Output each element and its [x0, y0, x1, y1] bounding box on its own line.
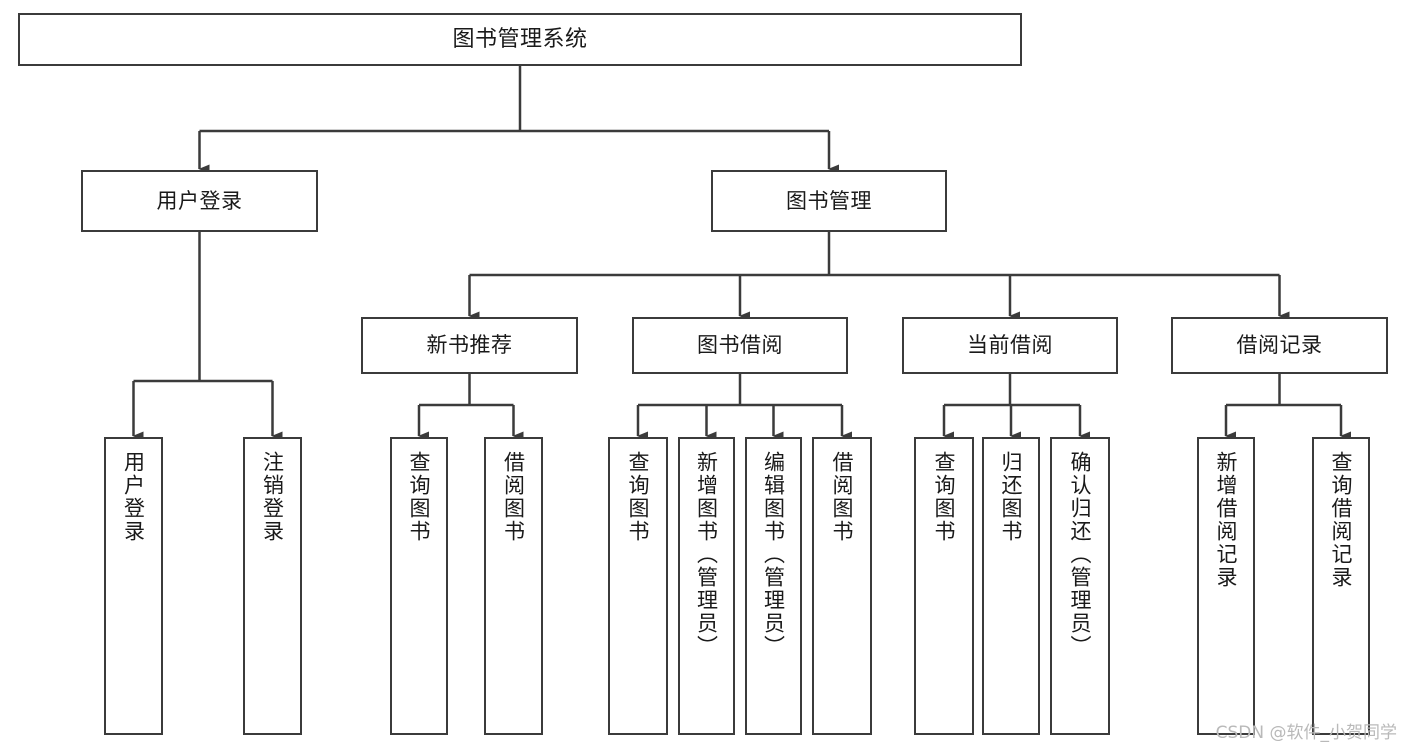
node-label: 用户登录 [156, 188, 243, 213]
node-leaf-query-book-1[interactable]: 查询图书 [390, 437, 448, 735]
node-user-login[interactable]: 用户登录 [81, 170, 318, 232]
node-leaf-query-book-2[interactable]: 查询图书 [608, 437, 668, 735]
node-label: 借阅图书 [830, 451, 855, 543]
node-root-book-management-system[interactable]: 图书管理系统 [18, 13, 1022, 66]
node-leaf-return-book[interactable]: 归还图书 [982, 437, 1040, 735]
node-label: 编辑图书（管理员） [761, 451, 786, 658]
node-label: 新增借阅记录 [1214, 451, 1239, 589]
node-label: 新书推荐 [426, 333, 513, 358]
node-label: 查询图书 [932, 451, 957, 543]
node-label: 新增图书（管理员） [694, 451, 719, 658]
node-leaf-query-borrow-record[interactable]: 查询借阅记录 [1312, 437, 1370, 735]
node-label: 当前借阅 [967, 333, 1053, 358]
node-leaf-user-login[interactable]: 用户登录 [104, 437, 163, 735]
node-leaf-query-book-3[interactable]: 查询图书 [914, 437, 974, 735]
node-borrowing-records[interactable]: 借阅记录 [1171, 317, 1388, 374]
node-label: 查询借阅记录 [1329, 451, 1354, 589]
node-leaf-add-borrow-record[interactable]: 新增借阅记录 [1197, 437, 1255, 735]
node-leaf-logout[interactable]: 注销登录 [243, 437, 302, 735]
node-leaf-edit-book-admin[interactable]: 编辑图书（管理员） [745, 437, 802, 735]
node-label: 查询图书 [407, 451, 432, 543]
csdn-watermark: CSDN @软件_小贺同学 [1215, 723, 1397, 743]
node-label: 借阅记录 [1236, 333, 1323, 358]
node-leaf-confirm-return-admin[interactable]: 确认归还（管理员） [1050, 437, 1110, 735]
node-label: 查询图书 [626, 451, 651, 543]
node-leaf-borrow-book-1[interactable]: 借阅图书 [484, 437, 543, 735]
node-new-book-recommendation[interactable]: 新书推荐 [361, 317, 578, 374]
node-label: 图书管理 [786, 188, 872, 213]
node-book-management[interactable]: 图书管理 [711, 170, 947, 232]
node-label: 用户登录 [121, 451, 146, 543]
node-label: 确认归还（管理员） [1068, 451, 1093, 658]
node-leaf-borrow-book-2[interactable]: 借阅图书 [812, 437, 872, 735]
node-current-borrowing[interactable]: 当前借阅 [902, 317, 1118, 374]
node-leaf-add-book-admin[interactable]: 新增图书（管理员） [678, 437, 735, 735]
node-label: 借阅图书 [501, 451, 526, 543]
node-label: 图书管理系统 [452, 26, 588, 52]
node-book-borrowing[interactable]: 图书借阅 [632, 317, 848, 374]
node-label: 注销登录 [260, 451, 285, 543]
node-label: 图书借阅 [697, 333, 783, 358]
node-label: 归还图书 [999, 451, 1024, 543]
